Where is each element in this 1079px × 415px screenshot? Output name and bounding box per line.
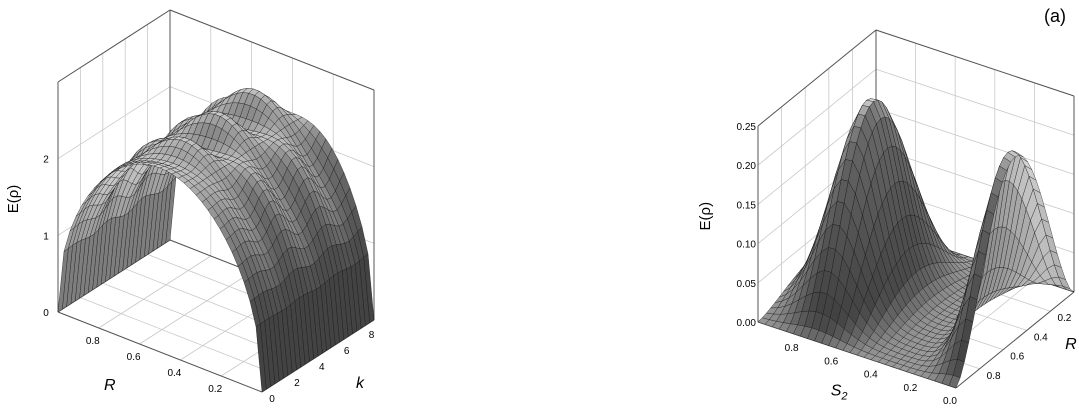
box-edge bbox=[57, 9, 171, 83]
y-tick-label: 0.4 bbox=[1034, 332, 1048, 343]
z-tick-label: 0.00 bbox=[737, 318, 757, 329]
y-tick-label: 0.8 bbox=[987, 371, 1001, 382]
x-tick-label: 0.6 bbox=[127, 352, 141, 363]
floor-gridline bbox=[80, 297, 285, 378]
surface-plot-right: 0.00 0.05 0.10 0.15 0.20 0.25 0.8 0.6 0.4 0.2 0.0 0… bbox=[697, 29, 1077, 407]
side-wall-gridline bbox=[757, 68, 877, 166]
z-tick-label: 1 bbox=[43, 231, 49, 242]
box-edge bbox=[875, 29, 1075, 97]
x-tick-label: 0.8 bbox=[86, 336, 100, 347]
y-axis-label: R bbox=[1065, 336, 1077, 353]
x-tick-label: 0.6 bbox=[824, 356, 838, 367]
y-tick-label: 0.6 bbox=[1010, 352, 1024, 363]
z-tick-label: 0.10 bbox=[737, 240, 757, 251]
z-tick-label: 0.25 bbox=[737, 122, 757, 133]
back-wall-gridline bbox=[875, 108, 1075, 175]
z-axis-label: E(ρ) bbox=[697, 202, 714, 231]
x-axis-label-subscript: 2 bbox=[840, 391, 847, 403]
surface-patch bbox=[948, 375, 961, 389]
z-axis-label: E(ρ) bbox=[5, 185, 22, 214]
z-tick-label: 0.05 bbox=[737, 279, 757, 290]
z-tick-label: 2 bbox=[43, 155, 49, 166]
panel-label: (a) bbox=[1044, 6, 1066, 26]
x-tick-label: 0.4 bbox=[864, 370, 878, 381]
floor-gridline bbox=[139, 271, 252, 345]
z-tick-label: 0.20 bbox=[737, 161, 757, 172]
back-wall-gridline bbox=[875, 68, 1075, 136]
y-axis-label: k bbox=[356, 375, 365, 392]
surface-patch bbox=[237, 262, 249, 283]
y-tick-label: 6 bbox=[344, 346, 350, 357]
side-wall-gridline bbox=[57, 86, 171, 160]
z-tick-label: 0 bbox=[43, 308, 49, 319]
y-tick-label: 8 bbox=[369, 330, 375, 341]
y-tick-label: 0.2 bbox=[1057, 313, 1071, 324]
floor-gridline bbox=[98, 255, 212, 329]
x-tick-label: 0.2 bbox=[208, 384, 222, 395]
box-edge bbox=[57, 311, 263, 393]
x-axis-label: R bbox=[104, 377, 116, 394]
y-tick-label: 2 bbox=[294, 378, 300, 389]
y-tick-label: 4 bbox=[319, 362, 325, 373]
y-tick-label: 0 bbox=[269, 394, 275, 405]
box-edge bbox=[955, 291, 1075, 389]
z-tick-label: 0.15 bbox=[737, 200, 757, 211]
x-axis-label: S2 bbox=[831, 383, 848, 403]
x-tick-label: 0.0 bbox=[943, 396, 957, 407]
x-tick-label: 0.4 bbox=[167, 368, 181, 379]
box-edge bbox=[169, 9, 375, 91]
box-edge bbox=[757, 29, 877, 127]
x-tick-label: 0.8 bbox=[785, 343, 799, 354]
x-tick-label: 0.2 bbox=[903, 383, 917, 394]
